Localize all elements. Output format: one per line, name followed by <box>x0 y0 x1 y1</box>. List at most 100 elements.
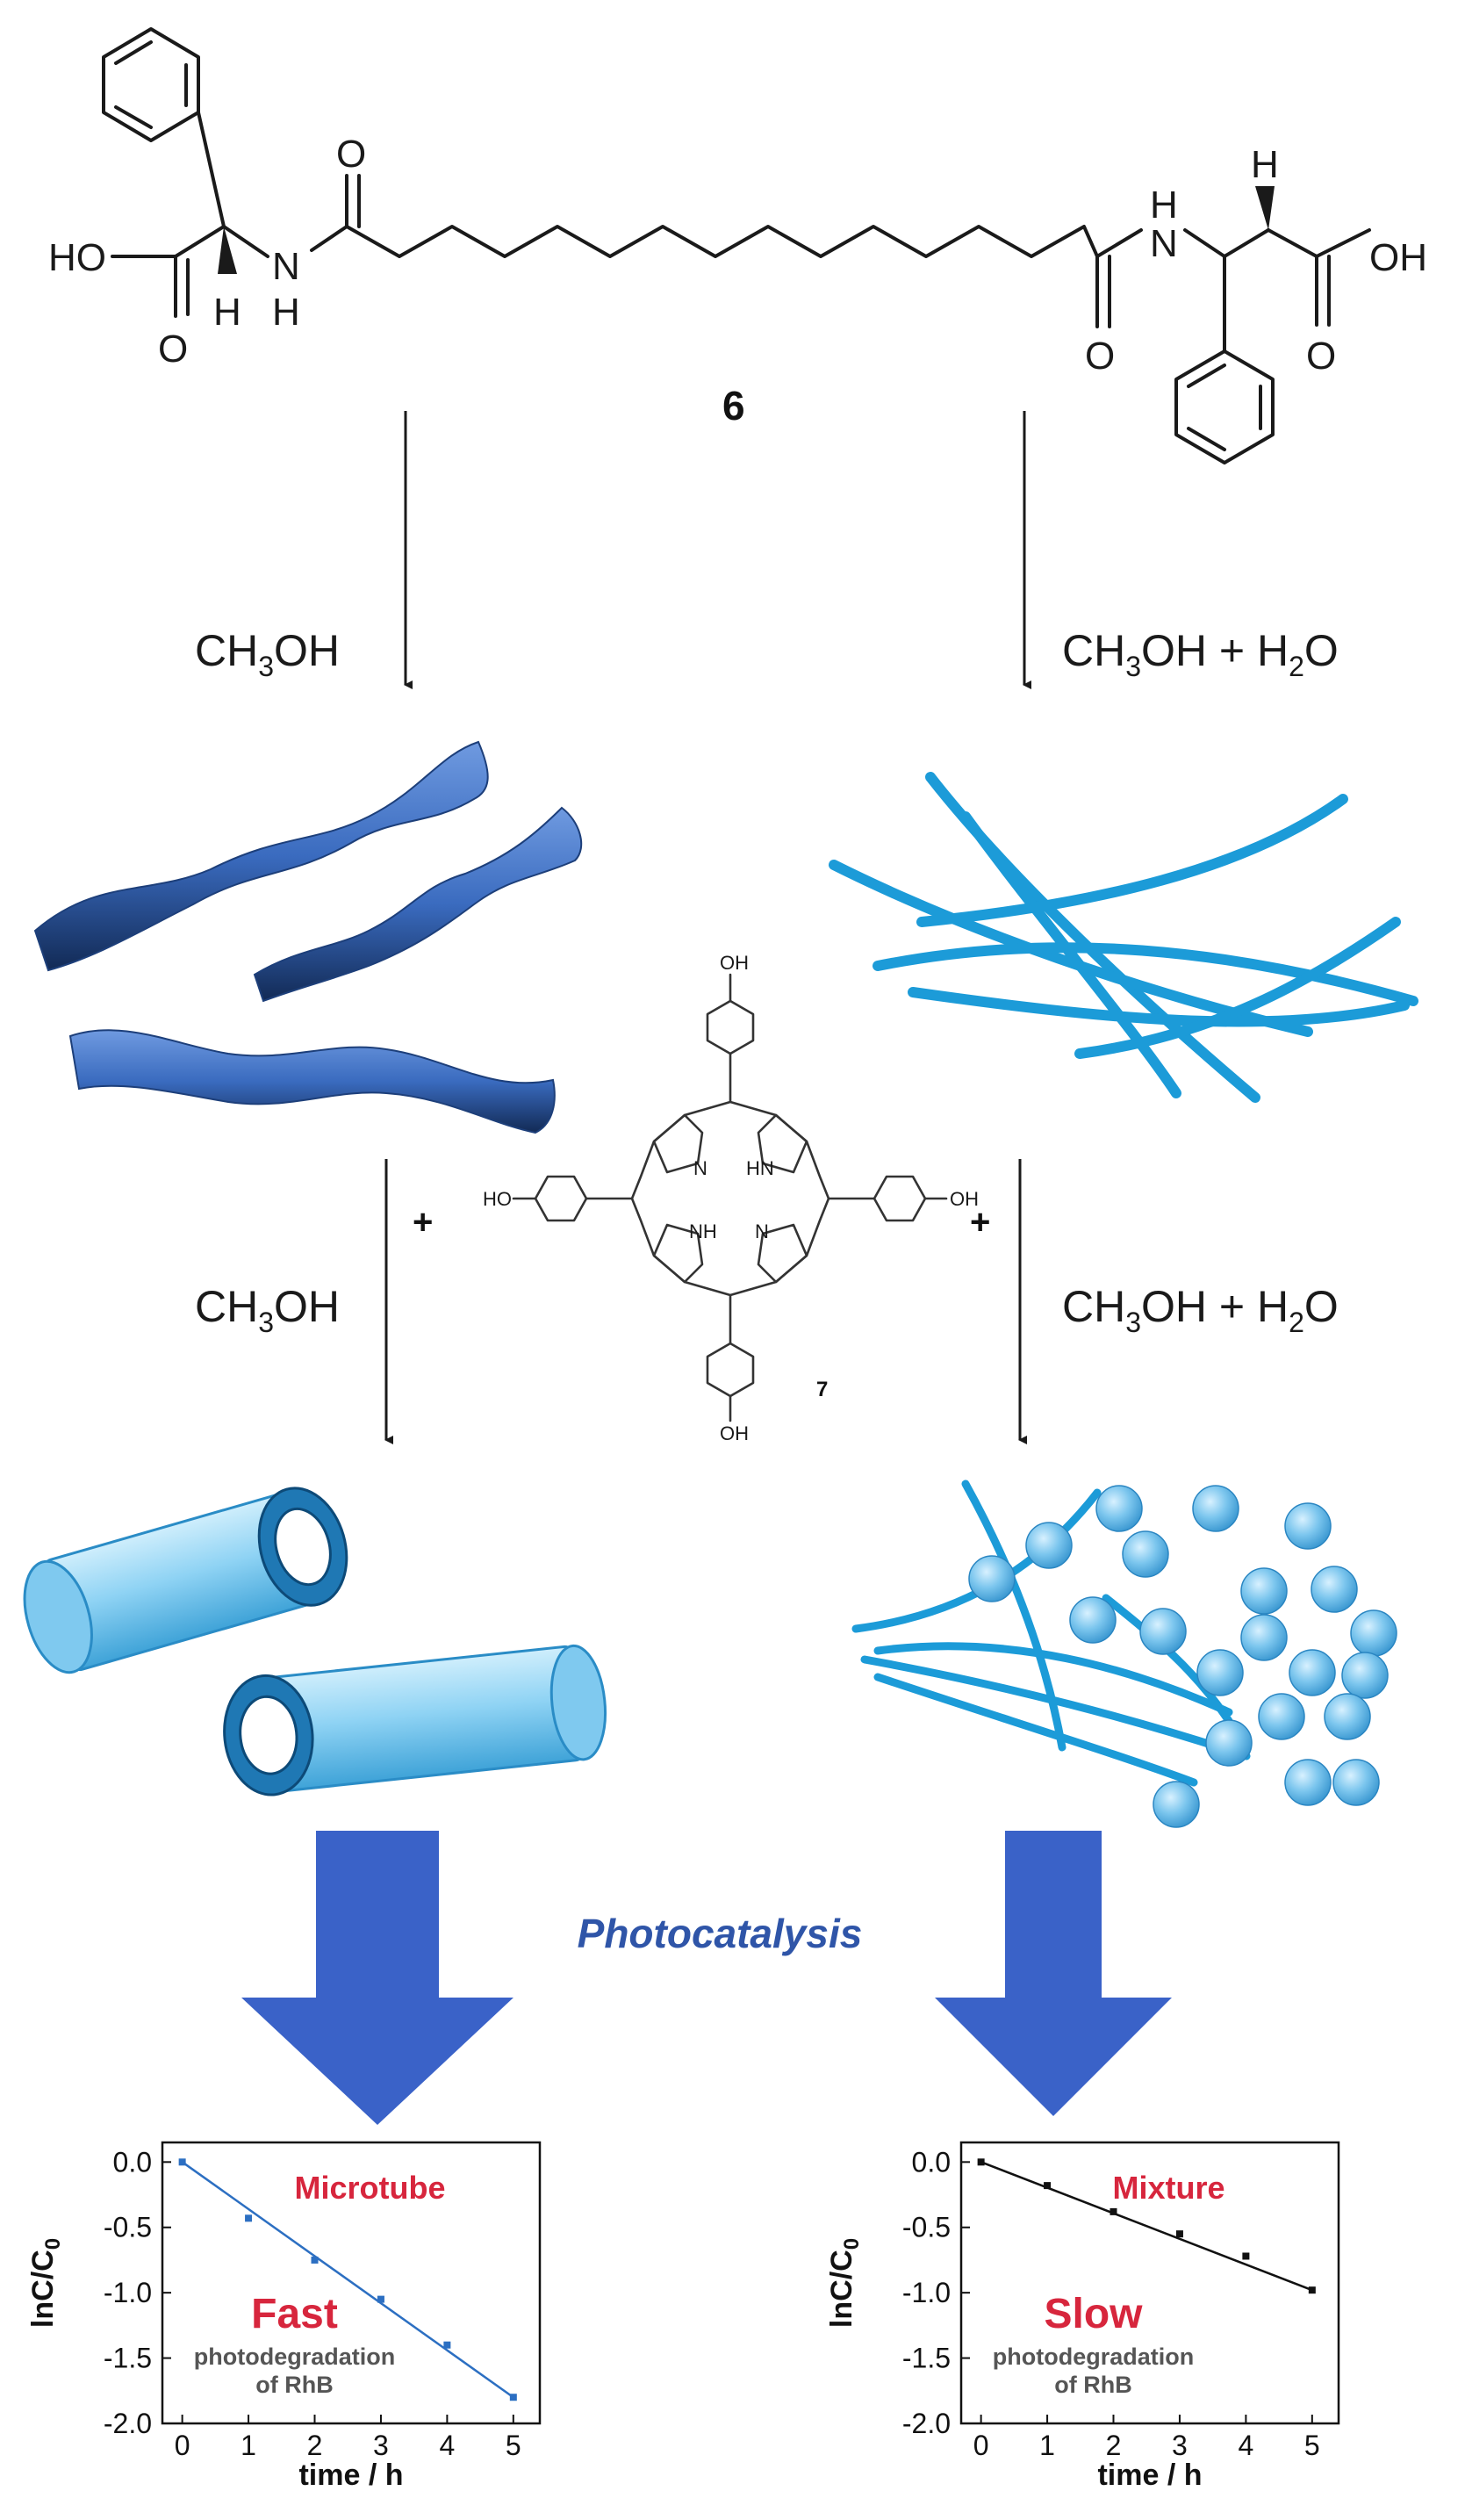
x-tick-label: 3 <box>373 2430 389 2461</box>
x-tick-label: 2 <box>1106 2430 1122 2461</box>
x-tick-label: 2 <box>307 2430 323 2461</box>
alkyl-chain <box>345 225 1099 258</box>
sphere <box>1205 1719 1253 1767</box>
left-nh-h-label: H <box>272 291 300 334</box>
ribbon-1 <box>33 740 489 972</box>
x-tick-label: 4 <box>439 2430 455 2461</box>
data-point <box>311 2256 319 2264</box>
hn-right-label: HN <box>746 1157 774 1179</box>
mixture-structures <box>851 1480 1397 1828</box>
y-tick-label: -2.0 <box>902 2408 951 2439</box>
y-tick-label: -0.5 <box>104 2212 152 2243</box>
photocatalysis-arrows: Photocatalysis <box>241 1831 1172 2125</box>
x-tick-label: 3 <box>1172 2430 1188 2461</box>
right-h-label: H <box>1251 143 1279 186</box>
sphere <box>1289 1649 1336 1696</box>
note-line1: photodegradation <box>993 2344 1194 2370</box>
sphere <box>1122 1530 1169 1578</box>
sphere <box>1332 1759 1380 1806</box>
plus-right: + <box>970 1203 990 1242</box>
right-wedge-bond <box>1255 186 1275 230</box>
photocatalysis-label: Photocatalysis <box>578 1911 863 1956</box>
left-ho-label: HO <box>483 1188 512 1210</box>
left-phenyl-ring <box>102 27 200 142</box>
right-big-arrow <box>935 1831 1172 2116</box>
left-carbonyl-o-label: O <box>158 328 188 371</box>
sphere <box>1258 1693 1305 1740</box>
series-line <box>181 2161 514 2399</box>
top-arrows: CH3OH CH3OH + H2O <box>195 411 1339 689</box>
left-acid-label: HO <box>48 236 106 279</box>
right-oh-label: OH <box>950 1188 979 1210</box>
speed-label: Slow <box>1044 2291 1143 2337</box>
note-line2: of RhB <box>255 2372 333 2398</box>
plot-area <box>959 2141 1340 2425</box>
data-point <box>245 2214 253 2222</box>
microtube-upper <box>23 1487 348 1674</box>
compound-6-label: 6 <box>722 383 745 428</box>
compound-7-label: 7 <box>816 1378 828 1401</box>
data-point <box>1242 2252 1250 2260</box>
sphere <box>1240 1567 1288 1615</box>
x-tick-label: 1 <box>1039 2430 1055 2461</box>
sphere <box>1324 1693 1371 1740</box>
sphere <box>1025 1522 1073 1569</box>
sphere <box>1311 1566 1358 1613</box>
data-point <box>1308 2286 1316 2294</box>
sphere <box>1139 1608 1187 1655</box>
right-top-condition: CH3OH + H2O <box>1062 626 1339 682</box>
n-left-label: N <box>693 1157 707 1179</box>
left-h-label: H <box>213 291 241 334</box>
right-mid-condition: CH3OH + H2O <box>1062 1282 1339 1338</box>
sphere <box>1240 1614 1288 1661</box>
data-point <box>509 2394 517 2401</box>
fiber <box>873 942 1418 1006</box>
data-point <box>377 2295 384 2303</box>
molecule-7: OH OH HO OH N HN NH N 7 <box>483 952 979 1444</box>
left-nh-n-label: N <box>272 245 300 288</box>
speed-label: Fast <box>251 2291 338 2337</box>
left-amide-o-label: O <box>336 133 366 176</box>
x-tick-label: 0 <box>175 2430 190 2461</box>
x-tick-label: 0 <box>973 2430 989 2461</box>
data-point <box>1044 2182 1052 2190</box>
sphere <box>1069 1596 1117 1644</box>
data-point <box>1110 2207 1117 2215</box>
y-tick-label: -1.0 <box>902 2277 951 2308</box>
sphere <box>1350 1609 1397 1657</box>
bottom-oh-label: OH <box>720 1422 749 1444</box>
sphere <box>1095 1485 1143 1532</box>
middle-arrows: CH3OH CH3OH + H2O + + <box>195 1159 1339 1444</box>
sphere <box>1284 1502 1332 1550</box>
x-axis-title: time / h <box>1097 2459 1202 2492</box>
sphere <box>968 1555 1016 1602</box>
x-tick-label: 5 <box>506 2430 521 2461</box>
series-label: Microtube <box>294 2170 445 2206</box>
twisted-ribbons <box>33 740 583 1134</box>
right-phenyl-ring <box>1174 349 1275 464</box>
data-point <box>443 2341 451 2349</box>
left-mid-condition: CH3OH <box>195 1282 340 1338</box>
y-tick-label: 0.0 <box>912 2146 951 2178</box>
fiber <box>908 987 1410 1027</box>
x-tick-label: 5 <box>1304 2430 1320 2461</box>
y-tick-label: -0.5 <box>902 2212 951 2243</box>
microtube-lower <box>223 1644 607 1796</box>
ribbon-2 <box>253 806 583 1003</box>
note-line1: photodegradation <box>194 2344 395 2370</box>
left-top-condition: CH3OH <box>195 626 340 682</box>
spheres <box>968 1485 1397 1828</box>
right-amide-o-label: O <box>1085 335 1115 378</box>
nh-left-label: NH <box>689 1220 717 1242</box>
fiber <box>1074 917 1401 1059</box>
note-line2: of RhB <box>1054 2372 1131 2398</box>
data-point <box>1175 2230 1183 2238</box>
fiber <box>916 794 1348 927</box>
series-label: Mixture <box>1112 2170 1224 2206</box>
sphere <box>1284 1759 1332 1806</box>
plus-left: + <box>413 1203 433 1242</box>
n-right-label: N <box>755 1220 769 1242</box>
